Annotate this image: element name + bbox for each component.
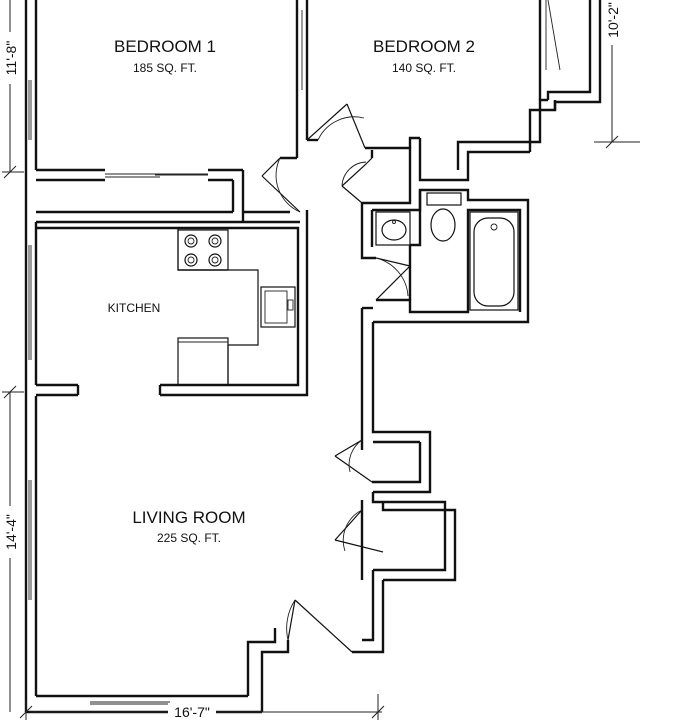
bedroom1-area: 185 SQ. FT. xyxy=(133,61,197,75)
dim-bottom-width: 16'-7" xyxy=(174,704,210,720)
bathroom-fixtures xyxy=(375,192,519,311)
bedroom2-area: 140 SQ. FT. xyxy=(392,61,456,75)
bedroom2-name: BEDROOM 2 xyxy=(373,37,475,56)
dim-left-bottom: 14'-4" xyxy=(3,514,19,550)
kitchen-name: KITCHEN xyxy=(108,301,161,315)
refrigerator-icon xyxy=(177,337,229,386)
dim-left-top: 11'-8" xyxy=(3,41,19,76)
bedroom1-name: BEDROOM 1 xyxy=(114,37,216,56)
living-room-name: LIVING ROOM xyxy=(132,508,245,527)
stove-icon xyxy=(184,234,222,267)
bathroom-sink-icon xyxy=(375,211,411,246)
room-labels: BEDROOM 1 185 SQ. FT. BEDROOM 2 140 SQ. … xyxy=(108,37,475,545)
kitchen-fixtures xyxy=(177,228,296,386)
toilet-icon xyxy=(426,192,462,242)
doors xyxy=(261,103,411,653)
dim-right-top: 10'-2" xyxy=(605,2,621,38)
bathtub-icon xyxy=(469,211,519,311)
dimension-labels: 11'-8" 14'-4" 16'-7" 10'-2" xyxy=(2,0,621,720)
windows xyxy=(28,10,303,705)
living-room-area: 225 SQ. FT. xyxy=(157,531,221,545)
dimension-lines xyxy=(2,0,640,720)
kitchen-sink-icon xyxy=(260,286,296,328)
walls xyxy=(24,0,602,714)
